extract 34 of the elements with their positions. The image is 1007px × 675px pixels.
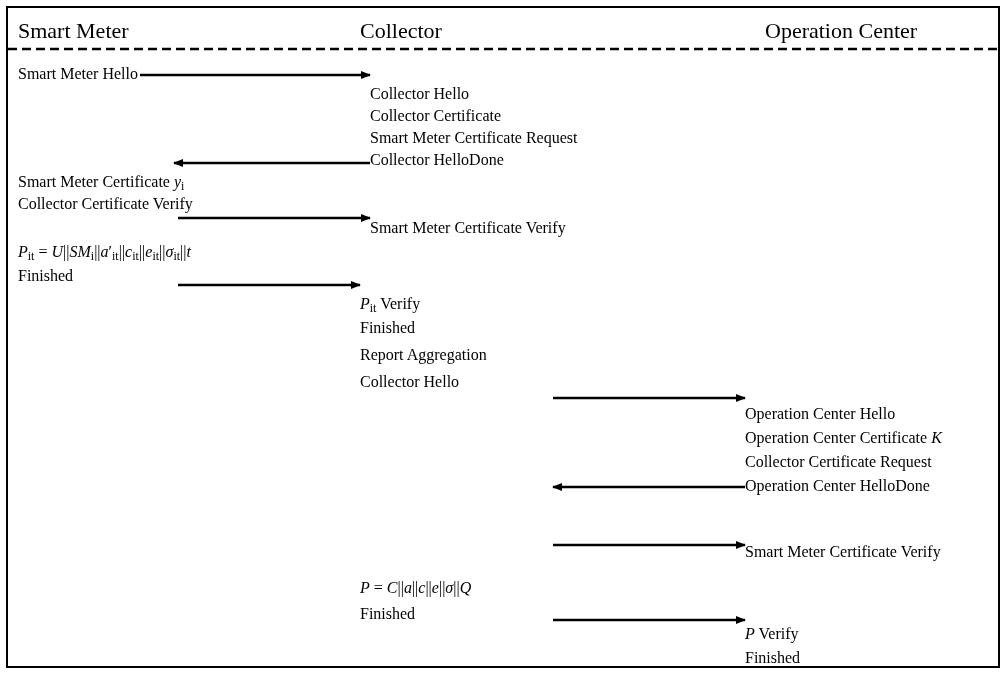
message-text: P = C||a||c||e||σ||Q xyxy=(360,578,472,598)
column-heading: Collector xyxy=(360,18,442,44)
arrow xyxy=(178,214,371,222)
message-text: Finished xyxy=(18,266,74,286)
message-text: Report Aggregation xyxy=(360,345,487,365)
message-text: Finished xyxy=(360,604,416,624)
arrow xyxy=(553,616,746,624)
message-text: Operation Center Certificate K xyxy=(745,428,942,448)
message-text: P$_{it}$ Verify xyxy=(360,294,421,314)
message-text: Collector Hello xyxy=(370,84,470,104)
arrow xyxy=(553,541,746,549)
message-text: Smart Meter Certificate Verify xyxy=(745,542,941,562)
message-text: Collector Hello xyxy=(360,372,460,392)
arrow xyxy=(173,159,370,167)
message-text: Collector HelloDone xyxy=(370,150,504,170)
message-text: Collector Certificate Request xyxy=(745,452,932,472)
message-text: Finished xyxy=(360,318,416,338)
message-text: Smart Meter Certificate y$_{i}$ xyxy=(18,172,185,192)
column-heading: Smart Meter xyxy=(18,18,129,44)
message-text: Smart Meter Certificate Request xyxy=(370,128,578,148)
message-text: P$_{it}$ = U||SM$_{i}$||a′$_{it}$||c$_{it}$||e$_{it}$||σ$_{it}$||t xyxy=(18,242,191,262)
message-text: P Verify xyxy=(745,624,799,644)
arrow xyxy=(139,71,371,79)
message-text: Collector Certificate Verify xyxy=(18,194,193,214)
message-text: Collector Certificate xyxy=(370,106,502,126)
message-text: Smart Meter Certificate Verify xyxy=(370,218,566,238)
arrow xyxy=(553,394,746,402)
message-text: Smart Meter Hello xyxy=(18,64,138,84)
message-text: Operation Center Hello xyxy=(745,404,896,424)
arrow xyxy=(552,483,745,491)
arrow xyxy=(178,281,361,289)
message-text: Operation Center HelloDone xyxy=(745,476,930,496)
message-text: Finished xyxy=(745,648,801,668)
column-heading: Operation Center xyxy=(765,18,918,44)
